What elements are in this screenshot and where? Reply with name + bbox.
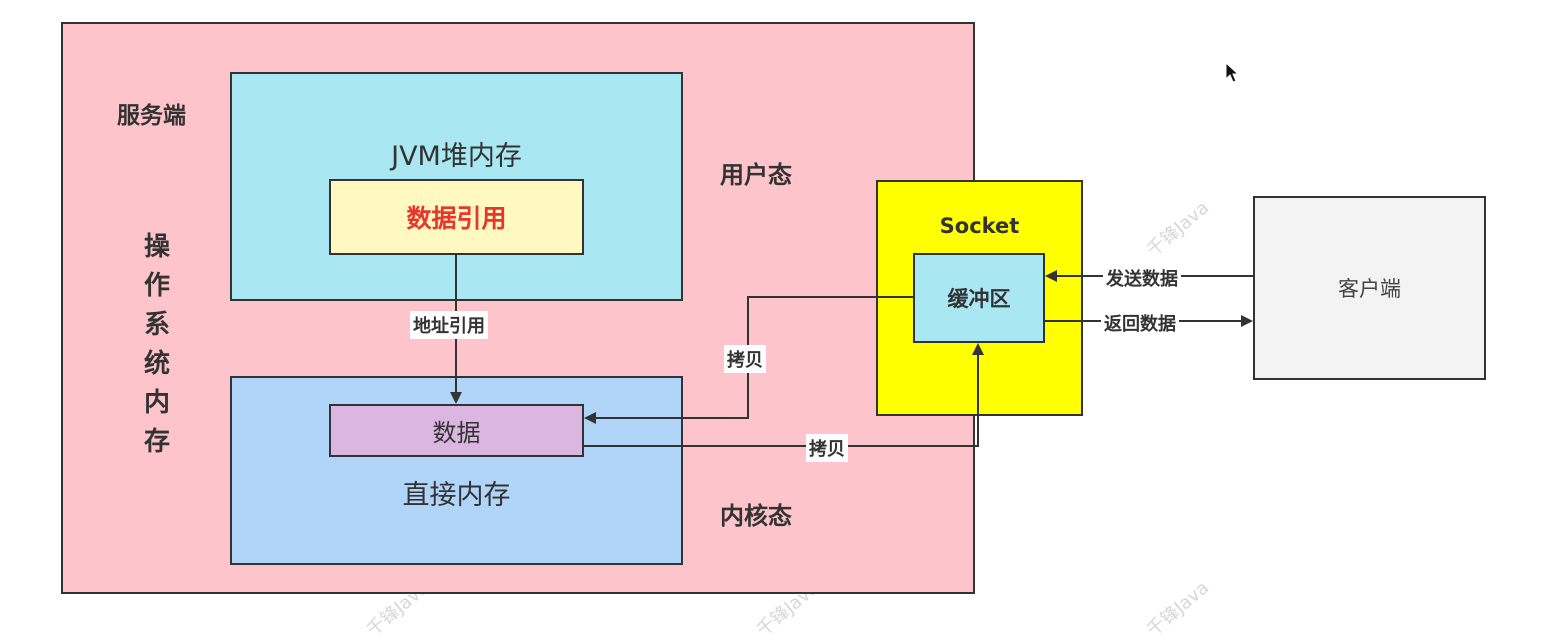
server-label: 服务端 xyxy=(117,103,186,129)
mouse-cursor-icon xyxy=(1225,62,1240,83)
client-label: 客户端 xyxy=(1338,277,1401,301)
copy-top-label: 拷贝 xyxy=(724,345,766,373)
user-mode-label: 用户态 xyxy=(720,161,792,189)
os-memory-char: 存 xyxy=(143,427,170,457)
copy-to-buffer-arrow xyxy=(584,343,984,447)
data-reference-box: 数据引用 xyxy=(329,179,584,255)
os-memory-char: 内 xyxy=(143,388,170,418)
copy-bottom-label: 拷贝 xyxy=(806,434,848,462)
os-memory-char: 作 xyxy=(143,271,170,301)
os-memory-char: 系 xyxy=(143,310,170,340)
data-label: 数据 xyxy=(432,419,481,447)
buffer-box: 缓冲区 xyxy=(913,253,1045,343)
os-memory-label: 操 作 系 统 内 存 xyxy=(140,228,174,462)
send-data-label: 发送数据 xyxy=(1103,264,1181,292)
direct-memory-title: 直接内存 xyxy=(402,480,511,511)
client-box: 客户端 xyxy=(1253,196,1486,380)
socket-title: Socket xyxy=(939,214,1020,238)
os-memory-char: 统 xyxy=(143,349,170,379)
address-ref-label: 地址引用 xyxy=(410,311,488,339)
kernel-mode-label: 内核态 xyxy=(720,502,792,530)
data-reference-label: 数据引用 xyxy=(406,204,507,233)
os-memory-char: 操 xyxy=(143,232,170,262)
buffer-label: 缓冲区 xyxy=(947,287,1011,311)
jvm-heap-title: JVM堆内存 xyxy=(391,141,522,172)
return-data-label: 返回数据 xyxy=(1101,309,1179,337)
data-box: 数据 xyxy=(329,404,584,457)
